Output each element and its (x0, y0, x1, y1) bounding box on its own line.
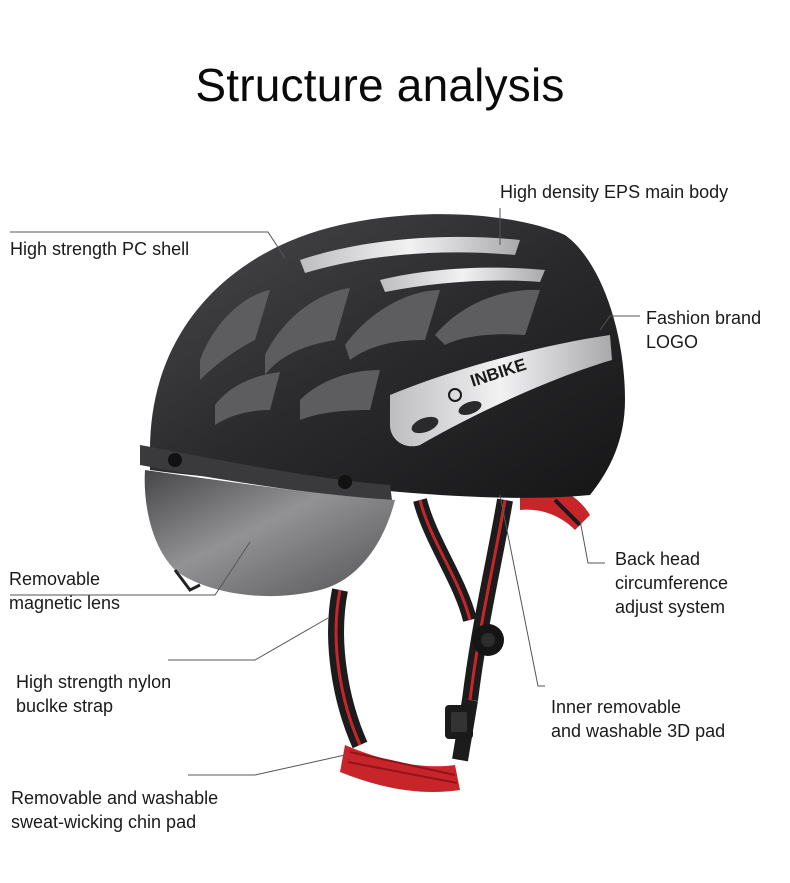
magnetic-lens (144, 470, 395, 597)
nylon-strap (328, 498, 513, 762)
label-pc-shell: High strength PC shell (10, 239, 190, 259)
page-title: Structure analysis (195, 59, 565, 111)
leader-magnetic-lens (10, 541, 251, 596)
label-magnetic-lens: Removable magnetic lens (9, 569, 121, 613)
label-brand-logo: Fashion brand LOGO (646, 308, 762, 352)
leader-pc-shell (10, 231, 286, 259)
label-chin-pad: Removable and washable sweat-wicking chi… (11, 788, 219, 832)
helmet-vents (200, 288, 540, 425)
brand-band (390, 335, 612, 447)
brand-logo-mark (448, 388, 462, 402)
label-eps-body: High density EPS main body (500, 182, 729, 202)
helmet-shell (150, 214, 625, 498)
label-back-head: Back head circumference adjust system (615, 549, 729, 617)
leader-chin-pad (188, 754, 346, 776)
label-inner-pad: Inner removable and washable 3D pad (551, 697, 726, 741)
leader-brand-logo (599, 315, 640, 331)
leader-inner-pad (499, 494, 545, 687)
chin-pad (340, 745, 460, 792)
leader-back-head (579, 519, 605, 564)
label-nylon-strap: High strength nylon buclke strap (16, 672, 172, 716)
leader-nylon-strap (168, 617, 329, 661)
